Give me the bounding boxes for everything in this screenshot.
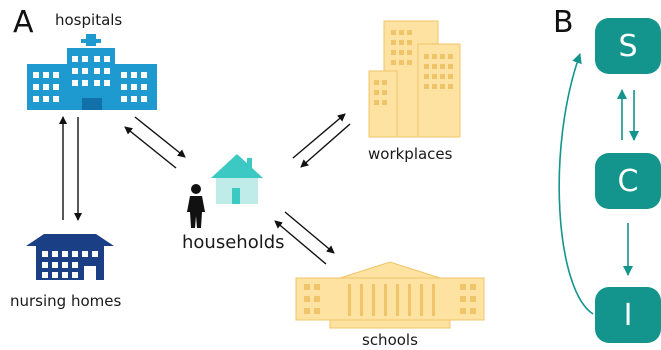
state-transition-arrows bbox=[558, 53, 639, 315]
hospitals-label: hospitals bbox=[55, 11, 123, 29]
person-icon bbox=[187, 184, 205, 228]
school-icon bbox=[295, 261, 485, 329]
state-node-c: C bbox=[595, 153, 661, 209]
panel-b-label: B bbox=[553, 5, 574, 40]
workplaces-label: workplaces bbox=[368, 145, 453, 163]
schools-label: schools bbox=[362, 331, 418, 349]
nursing-home-icon bbox=[26, 234, 114, 280]
nursing-homes-label: nursing homes bbox=[10, 292, 122, 310]
connector-arrows bbox=[59, 113, 351, 265]
house-icon bbox=[211, 154, 263, 204]
office-buildings-icon bbox=[368, 20, 461, 138]
state-node-s: S bbox=[595, 18, 661, 74]
state-node-i: I bbox=[595, 287, 661, 343]
households-label: households bbox=[182, 232, 285, 253]
hospital-icon bbox=[27, 34, 157, 110]
panel-a-label: A bbox=[13, 5, 34, 40]
